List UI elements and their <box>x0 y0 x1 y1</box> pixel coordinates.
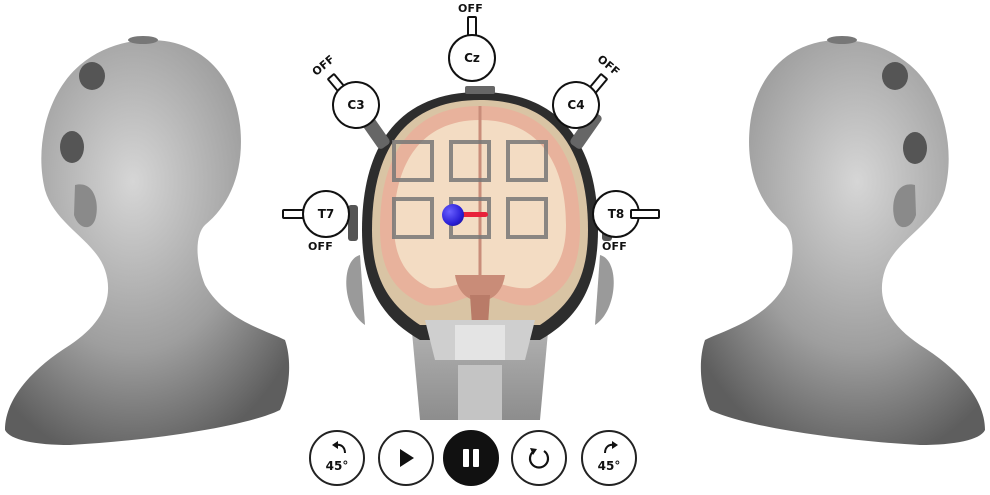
electrode-cz-state: OFF <box>458 2 483 15</box>
electrode-cz[interactable]: OFF Cz <box>448 0 496 82</box>
electrode-t8-stem <box>630 209 660 219</box>
electrode-t8-state: OFF <box>602 240 627 253</box>
reset-button[interactable] <box>511 430 567 486</box>
electrode-c4-label: C4 <box>567 98 585 112</box>
rotate-right-45-button[interactable]: 45° <box>581 430 637 486</box>
dipole-ball <box>442 204 464 226</box>
rotate-right-label: 45° <box>597 459 621 473</box>
electrode-t7-label: T7 <box>317 207 335 221</box>
rotate-left-45-button[interactable]: 45° <box>309 430 365 486</box>
pause-button[interactable] <box>443 430 499 486</box>
right-head-view <box>690 0 990 460</box>
play-icon <box>400 449 414 467</box>
rotate-left-label: 45° <box>325 459 349 473</box>
pause-icon <box>463 449 479 467</box>
electrode-t7[interactable]: T7 OFF <box>282 190 352 260</box>
left-head-view <box>0 0 300 460</box>
electrode-t7-state: OFF <box>308 240 333 253</box>
electrode-c4[interactable]: OFF C4 <box>542 52 627 139</box>
electrode-c3-label: C3 <box>347 98 365 112</box>
dipole-stick <box>456 212 488 217</box>
reset-icon <box>528 448 550 469</box>
play-button[interactable] <box>378 430 434 486</box>
electrode-c3[interactable]: OFF C3 <box>305 52 390 139</box>
electrode-cz-label: Cz <box>464 51 480 65</box>
electrode-t8-label: T8 <box>607 207 625 221</box>
dipole-source[interactable] <box>438 202 498 228</box>
electrode-t8[interactable]: T8 OFF <box>592 190 662 260</box>
rotate-right-icon <box>604 441 618 454</box>
rotate-left-icon <box>332 441 346 454</box>
